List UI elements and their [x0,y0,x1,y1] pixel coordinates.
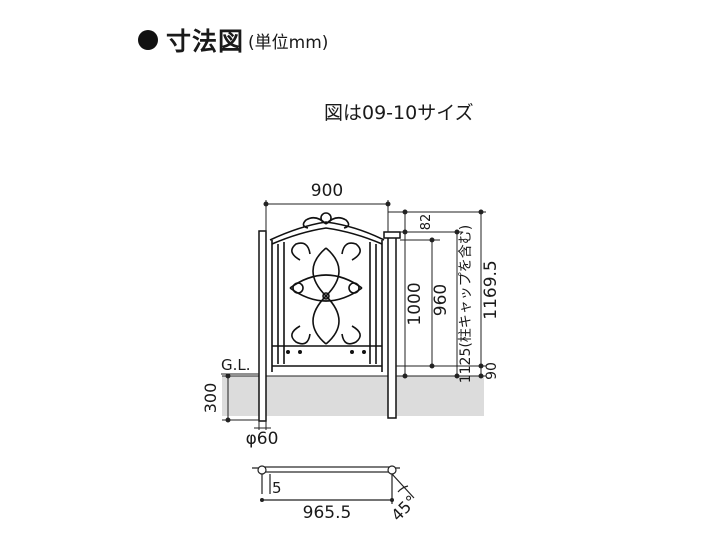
dim-post-diameter [254,420,271,430]
heading-unit: (単位mm) [248,32,329,53]
gate-panel [269,212,385,372]
dim-total-height [478,209,484,379]
dim-plan-offset-label: 5 [272,479,282,497]
dim-inner-height [429,237,435,369]
dim-gate-height-label: 1000 [405,282,425,325]
plan-dim-dots [260,498,394,502]
dim-total-height-label: 1169.5 [481,260,501,319]
dim-total-with-cap-label: 1125(柱キャップを含む) [458,225,474,384]
dim-total-with-cap [454,229,460,379]
dim-gate-height [402,232,408,379]
post-cap [383,231,401,239]
heading-title: 寸法図 [166,27,245,56]
dim-plan-width-label: 965.5 [303,503,352,523]
dim-extension-lines [388,211,486,377]
dim-ground-gap-label: 90 [484,362,500,380]
bullet-icon [138,30,158,50]
dim-top-offset-label: 82 [419,214,434,231]
plan-view [252,465,415,504]
size-caption: 図は09-10サイズ [324,102,474,124]
dim-embed-depth-label: 300 [201,383,220,414]
dim-post-diameter-label: φ60 [246,429,279,449]
dim-width-label: 900 [311,181,343,201]
left-post [258,230,267,422]
dim-top-offset [402,209,408,235]
dim-embed-depth [222,373,259,423]
dim-width [263,200,391,232]
bottom-pickets [286,350,366,354]
dim-inner-height-label: 960 [431,284,451,316]
ground-level-label: G.L. [221,356,251,374]
heading: 寸法図 (単位mm) [138,20,328,60]
right-post [387,235,397,419]
